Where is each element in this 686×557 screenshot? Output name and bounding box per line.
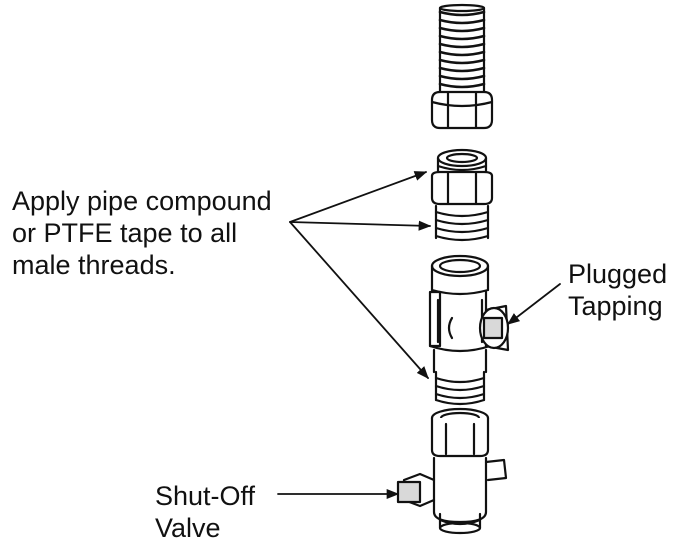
apply-compound-arrows	[289, 171, 432, 379]
apply-compound-line-3: male threads.	[12, 250, 176, 280]
shut-off-valve-body	[396, 407, 508, 535]
plugged-tapping-arrow	[507, 283, 561, 325]
apply-compound-line-1: Apply pipe compound	[12, 186, 272, 216]
hose-nut	[430, 90, 494, 130]
plugged-tapping-label: Plugged Tapping	[568, 258, 667, 322]
plugged-tapping-line-1: Plugged	[568, 259, 668, 289]
tee-lower-threads	[434, 370, 486, 406]
shut-off-valve-label: Shut-Off Valve	[155, 480, 255, 544]
flexible-hose	[438, 3, 486, 94]
plugged-tapping-line-2: Tapping	[568, 291, 663, 321]
apply-compound-label: Apply pipe compound or PTFE tape to all …	[12, 185, 272, 281]
adapter-fitting	[430, 148, 494, 242]
shut-off-valve-line-2: Valve	[155, 513, 221, 543]
shut-off-valve-line-1: Shut-Off	[155, 481, 256, 511]
tee-fitting	[428, 254, 510, 374]
apply-compound-line-2: or PTFE tape to all	[12, 218, 238, 248]
